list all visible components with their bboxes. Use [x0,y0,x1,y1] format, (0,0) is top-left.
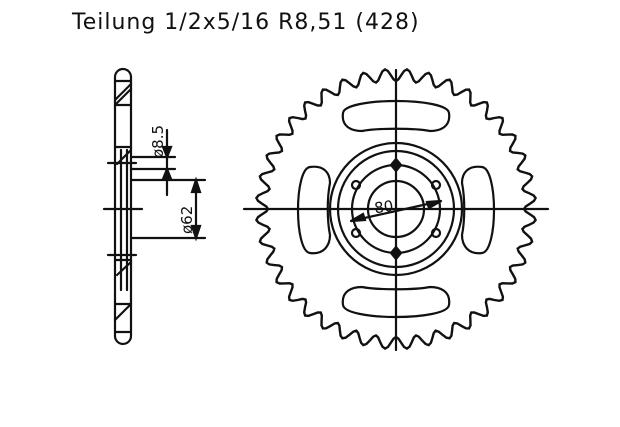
drawing-title: Teilung 1/2x5/16 R8,51 (428) [72,10,420,35]
dimension-labels: ø8.5 ø62 80 [149,125,395,234]
side-view [102,67,207,346]
front-view [242,67,550,352]
pcd-dimension: 80 [373,197,394,217]
bolt-hole-dimension: ø8.5 [149,125,167,158]
center-bore-dimension: ø62 [178,206,196,234]
